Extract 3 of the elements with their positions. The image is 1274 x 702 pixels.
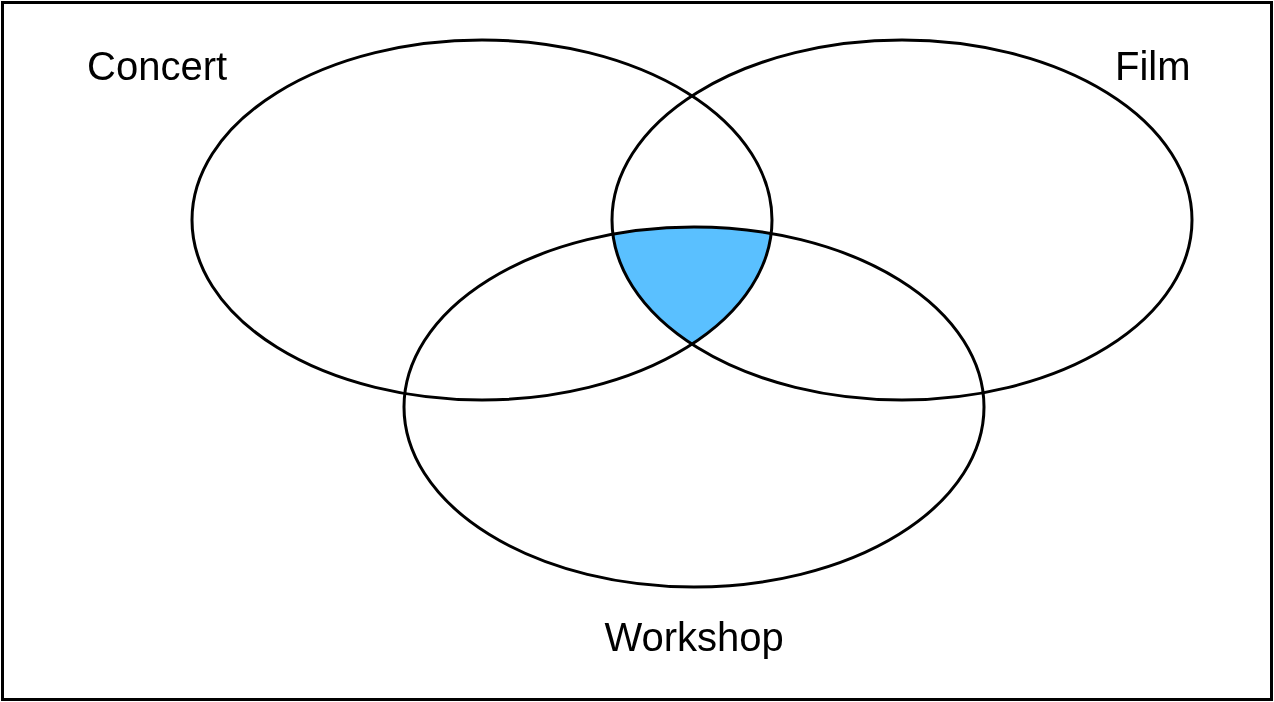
set-label: Film [1115,43,1191,89]
set-label: Workshop [604,614,784,660]
set-label: Concert [87,43,228,89]
